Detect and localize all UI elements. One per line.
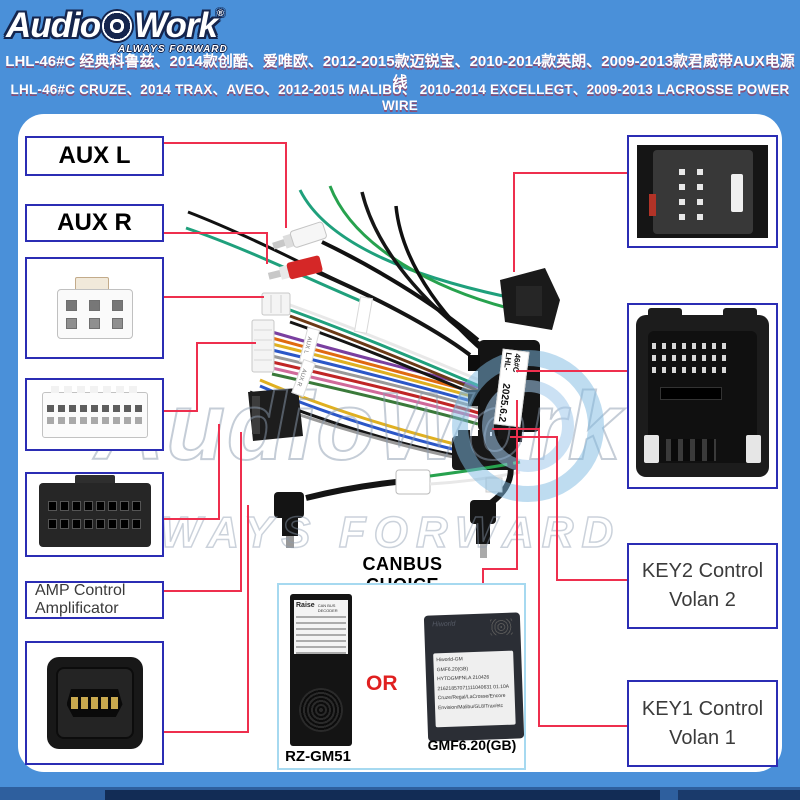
- white-connector-small: [261, 292, 291, 316]
- gmf-brand: Hiworld: [432, 620, 456, 629]
- watermark-circle-inner: [482, 380, 574, 472]
- callout-line-right-big: [516, 370, 627, 372]
- rz-gm51-model-label: RZ-GM51: [285, 748, 351, 765]
- callout-box-6pin-connector: [25, 257, 164, 359]
- canbus-decoder-rz-gm51-image: Raise CAN BUS DECODER: [290, 594, 352, 746]
- callout-line-key2: [556, 579, 627, 581]
- amp-connector: [248, 388, 303, 441]
- callout-box-amp: AMP Control Amplificator: [25, 581, 164, 619]
- white-6pin-connector-image: [56, 277, 133, 339]
- callout-line-key1: [538, 428, 540, 727]
- connector-label-model: LHL-46#C: [502, 351, 523, 374]
- rca-plug-white: [272, 221, 327, 250]
- quadlock-small-connector-image: [637, 145, 768, 238]
- black-iso-connector-image: [38, 474, 151, 547]
- callout-line-canbus: [482, 568, 484, 583]
- brand-logo: Audio Work ®: [6, 8, 224, 44]
- canbus-decoder-gmf-image: Hiworld Hiworld-GM GMF6.20(GB) HYTDGMFNL…: [423, 612, 525, 742]
- callout-line-right-top: [513, 172, 627, 174]
- callout-box-iso-connector: [25, 472, 164, 557]
- callout-line-20pin: [164, 410, 198, 412]
- callout-line-usb: [164, 731, 249, 733]
- rz-label-fineprint: [296, 616, 346, 654]
- aux-l-label: AUX L: [58, 142, 131, 169]
- canbus-choice-box: Raise CAN BUS DECODER Hiworld Hiworld-GM…: [277, 583, 526, 770]
- gmf-plug: [395, 469, 431, 495]
- callout-line-aux-l: [164, 142, 287, 144]
- callout-line-amp: [164, 590, 242, 592]
- banner-title-cn: LHL-46#C 经典科鲁兹、2014款创酷、爱唯欧、2012-2015款迈锐宝…: [5, 53, 795, 91]
- callout-line-canbus: [516, 400, 518, 570]
- aux-r-label: AUX R: [57, 209, 132, 236]
- callout-line-key2: [510, 436, 558, 438]
- callout-line-right-top: [513, 172, 515, 272]
- callout-line-iso: [218, 424, 220, 520]
- key-plug-1: [274, 492, 304, 548]
- callout-box-key2: KEY2 Control Volan 2: [627, 543, 778, 629]
- key2-label-line2: Volan 2: [669, 589, 736, 611]
- gmf-label-line: Envision/Malibu/GL8/Trax/etc: [437, 702, 504, 711]
- registered-mark: ®: [217, 8, 224, 18]
- callout-line-6pin: [164, 296, 264, 298]
- quadlock-male-connector: [500, 268, 560, 330]
- brand-tagline: ALWAYS FORWARD: [118, 44, 228, 55]
- key1-label-line2: Volan 1: [669, 726, 736, 749]
- rca-plug-red: [267, 255, 323, 280]
- callout-line-aux-l: [285, 142, 287, 228]
- footer-strip-segment: [678, 790, 800, 800]
- or-text: OR: [366, 672, 398, 695]
- speaker-grille: [299, 688, 343, 732]
- amp-label-line2: Amplificator: [35, 600, 119, 617]
- callout-box-quadlock-big: [627, 303, 778, 489]
- callout-box-mini-usb: [25, 641, 164, 765]
- key1-label-line1: KEY1 Control: [641, 697, 764, 720]
- callout-line-amp: [240, 432, 242, 592]
- callout-line-aux-r: [164, 232, 268, 234]
- callout-line-key1: [538, 725, 627, 727]
- gmf-label: Hiworld-GM GMF6.20(GB) HYTDGMFNLA 210426…: [433, 650, 516, 728]
- mini-usb-connector-image: [46, 657, 143, 749]
- brand-logo-work: Work: [134, 6, 218, 45]
- speaker-grille: [489, 618, 513, 636]
- callout-box-quadlock-small: [627, 135, 778, 248]
- callout-line-key2: [556, 436, 558, 581]
- banner-title-en: LHL-46#C CRUZE、2014 TRAX、AVEO、2012-2015 …: [10, 82, 790, 113]
- speaker-icon: [102, 11, 133, 41]
- callout-box-aux-r: AUX R: [25, 204, 164, 242]
- callout-line-20pin: [196, 343, 198, 412]
- callout-box-20pin-connector: [25, 378, 164, 451]
- callout-box-aux-l: AUX L: [25, 136, 164, 176]
- callout-line-aux-r: [266, 232, 268, 264]
- callout-line-canbus: [482, 568, 518, 570]
- callout-line-20pin: [196, 342, 256, 344]
- amp-label-line1: AMP Control: [35, 581, 126, 599]
- quadlock-big-connector-image: [636, 308, 769, 477]
- callout-box-key1: KEY1 Control Volan 1: [627, 680, 778, 767]
- callout-line-usb: [247, 505, 249, 733]
- white-20pin-connector-image: [41, 385, 148, 438]
- brand-logo-audio: Audio: [6, 6, 101, 45]
- rz-label-brand: Raise: [296, 602, 315, 609]
- callout-line-iso: [164, 518, 220, 520]
- white-connector-long: [251, 319, 275, 373]
- key2-label-line1: KEY2 Control: [641, 560, 764, 582]
- rz-label-title: CAN BUS DECODER: [317, 603, 338, 613]
- footer-strip-segment: [105, 790, 660, 800]
- key-plug-2: [470, 500, 496, 558]
- gmf-model-label: GMF6.20(GB): [427, 737, 517, 753]
- connector-label-date: 2025.6.2: [495, 382, 512, 423]
